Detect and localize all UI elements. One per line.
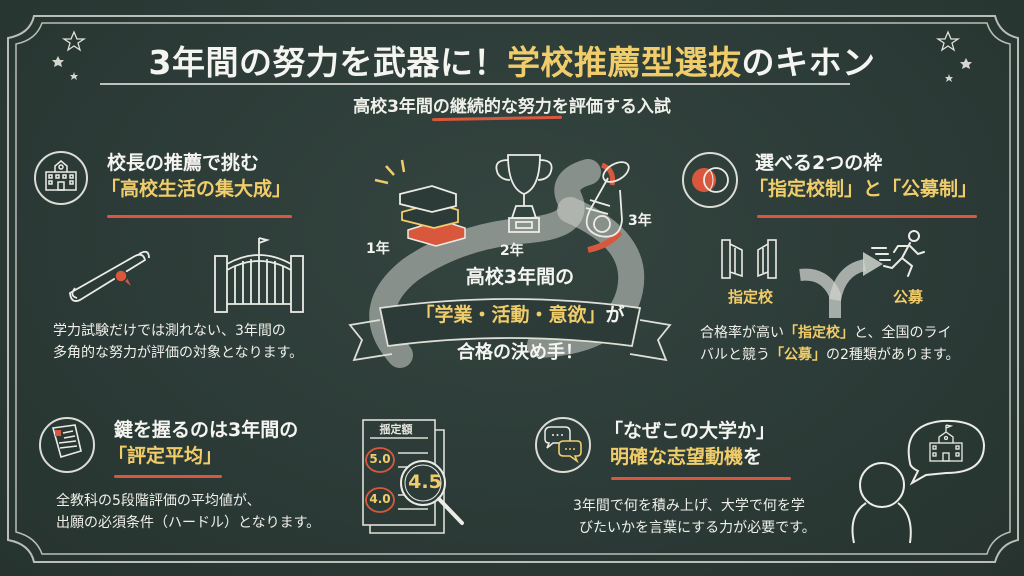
person-silhouette-icon [851, 462, 912, 544]
ribbon-banner [348, 298, 672, 362]
motivation-body: 3年間で何を積み上げ、大学で何を学 びたいかを言葉にする力が必要です。 [573, 495, 816, 539]
two-types-heading: 選べる2つの枠 「指定校制」と「公募制」 [749, 150, 977, 202]
subtitle: 高校3年間の継続的な努力を評価する入試 [353, 97, 671, 117]
stars-right-icon [935, 30, 972, 82]
center-banner-highlight: 「学業・活動・意欲」 [415, 304, 606, 326]
title-part1: 3年間の努力を武器に！ [148, 43, 507, 82]
gate-icon [721, 239, 777, 279]
two-types-body: 合格率が高い「指定校」と、全国のライ バルと競う「公募」の2種類があります。 [700, 322, 960, 366]
stars-left-icon [52, 30, 87, 80]
year-label-2: 2年 [500, 243, 524, 259]
thought-bubble-school-icon [907, 419, 986, 486]
running-person-icon [871, 230, 925, 277]
grade-average-underline [114, 475, 222, 478]
speech-bubbles-icon [535, 417, 591, 473]
grade-average-heading-line2: 「評定平均」 [108, 445, 223, 467]
two-types-heading-line2: 「指定校制」と「公募制」 [749, 178, 978, 200]
grade-average-body-line1: 全教科の5段階評価の平均値が、 [56, 493, 261, 509]
recommendation-heading: 校長の推薦で挑む 「高校生活の集大成」 [101, 150, 291, 202]
motivation-heading-line1: 「なぜこの大学か」 [604, 420, 776, 442]
grade-value-1: 5.0 [369, 452, 391, 466]
motivation-underline [611, 477, 791, 480]
recommendation-body-line1: 学力試験だけでは測れない、3年間の [53, 323, 286, 339]
books-icon [374, 159, 466, 247]
diploma-scroll-icon [69, 250, 150, 302]
open-application-label: 公募 [893, 288, 924, 306]
center-line3: 合格の決め手！ [457, 342, 583, 363]
year-label-3: 3年 [628, 213, 652, 229]
motivation-body-line1: 3年間で何を積み上げ、大学で何を学 [573, 498, 805, 514]
title-divider [100, 83, 850, 85]
school-building-icon [34, 151, 88, 205]
motivation-body-line2: びたいかを言葉にする力が必要です。 [579, 520, 816, 536]
recommendation-body: 学力試験だけでは測れない、3年間の 多角的な努力が評価の対象となります。 [53, 320, 303, 364]
grade-value-2: 4.0 [369, 492, 391, 506]
magnified-grade-value: 4.5 [408, 471, 442, 493]
grade-average-heading: 鍵を握るのは3年間の 「評定平均」 [108, 417, 299, 469]
fork-arrow-icon [799, 252, 883, 318]
two-types-body-line2: バルと競う「公募」の2種類があります。 [700, 347, 960, 363]
tuba-icon [585, 161, 630, 253]
grade-average-heading-line1: 鍵を握るのは3年間の [114, 419, 299, 441]
designated-school-label: 指定校 [728, 288, 774, 306]
school-gate-icon [214, 237, 304, 313]
year-label-1: 1年 [366, 241, 390, 257]
title-highlight: 学校推薦型選抜 [506, 43, 742, 82]
motivation-heading: 「なぜこの大学か」 明確な志望動機を [604, 418, 775, 470]
grade-average-body: 全教科の5段階評価の平均値が、 出願の必須条件（ハードル）となります。 [56, 490, 320, 534]
venn-diagram-icon [682, 152, 738, 208]
recommendation-underline [107, 215, 292, 218]
report-card-illustration [362, 419, 464, 534]
recommendation-body-line2: 多角的な努力が評価の対象となります。 [53, 345, 304, 361]
two-types-heading-line1: 選べる2つの枠 [755, 152, 883, 174]
center-line1: 高校3年間の [465, 266, 575, 288]
document-icon [39, 417, 95, 473]
page-title: 3年間の努力を武器に！学校推薦型選抜のキホン [0, 36, 1024, 84]
center-banner-text: 「学業・活動・意欲」が [380, 300, 660, 327]
report-card-title: 揺定額 [379, 423, 413, 436]
two-types-body-line1: 合格率が高い「指定校」と、全国のライ [700, 325, 952, 341]
two-types-underline [757, 215, 977, 218]
recommendation-heading-line1: 校長の推薦で挑む [107, 152, 260, 174]
recommendation-heading-line2: 「高校生活の集大成」 [101, 178, 292, 200]
motivation-heading-line2: 明確な志望動機を [610, 446, 763, 468]
center-banner-suffix: が [605, 304, 625, 326]
person-thought-illustration [851, 419, 986, 544]
grade-average-body-line2: 出願の必須条件（ハードル）となります。 [56, 515, 321, 531]
trophy-icon [495, 154, 553, 233]
title-part2: のキホン [741, 43, 876, 82]
center-road-illustration [348, 154, 672, 368]
